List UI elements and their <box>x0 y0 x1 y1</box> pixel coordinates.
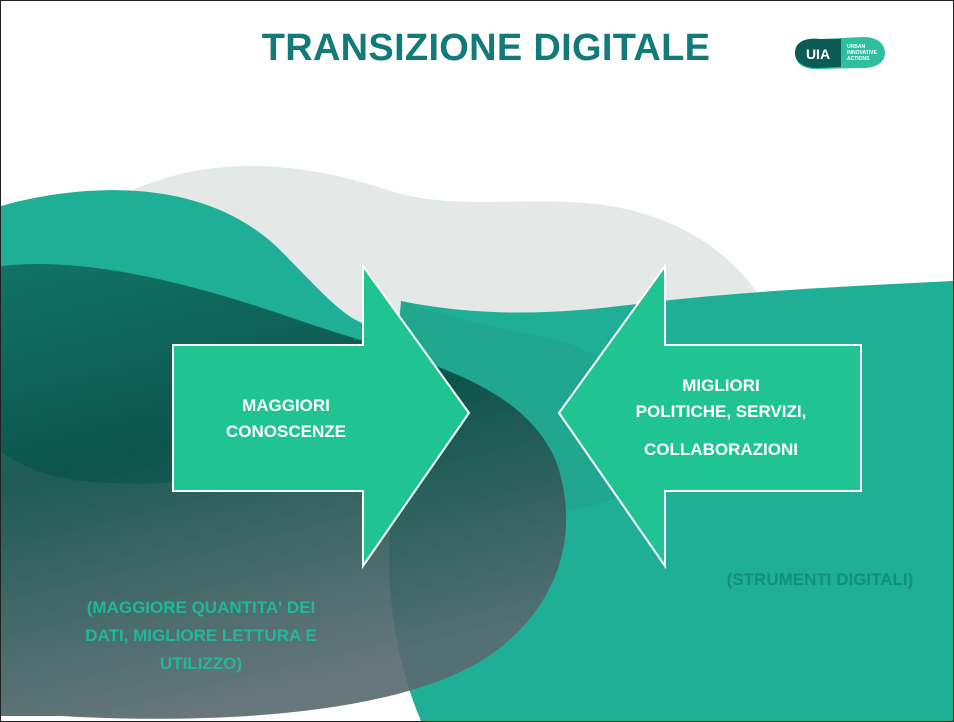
logo-line-3: ACTIONS <box>847 56 870 62</box>
arrow-right-line-1: MIGLIORI <box>682 376 760 395</box>
arrow-left-line-1: MAGGIORI <box>242 396 330 415</box>
logo-mark: UIA <box>806 46 830 62</box>
arrow-right-label: MIGLIORI POLITICHE, SERVIZI, COLLABORAZI… <box>611 373 831 463</box>
uia-logo: UIA URBAN INNOVATIVE ACTIONS <box>795 37 885 70</box>
arrow-left-line-2: CONOSCENZE <box>226 422 346 441</box>
arrow-right-line-2: POLITICHE, SERVIZI, <box>635 402 807 421</box>
caption-left-line-1: (MAGGIORE QUANTITA' DEI <box>86 598 316 617</box>
arrow-right-shape <box>172 262 471 570</box>
logo-line-1: URBAN <box>847 44 865 50</box>
caption-left-line-2: DATI, MIGLIORE LETTURA E <box>85 626 317 645</box>
arrow-left-label: MAGGIORI CONOSCENZE <box>196 393 376 445</box>
slide-title: TRANSIZIONE DIGITALE <box>261 27 711 69</box>
arrow-left-shape <box>557 262 862 570</box>
caption-right: (STRUMENTI DIGITALI) <box>726 570 914 589</box>
caption-left: (MAGGIORE QUANTITA' DEI DATI, MIGLIORE L… <box>21 594 381 678</box>
caption-left-line-3: UTILIZZO) <box>159 654 243 673</box>
logo-line-2: INNOVATIVE <box>847 50 877 56</box>
arrow-right-line-3: COLLABORAZIONI <box>644 440 798 459</box>
